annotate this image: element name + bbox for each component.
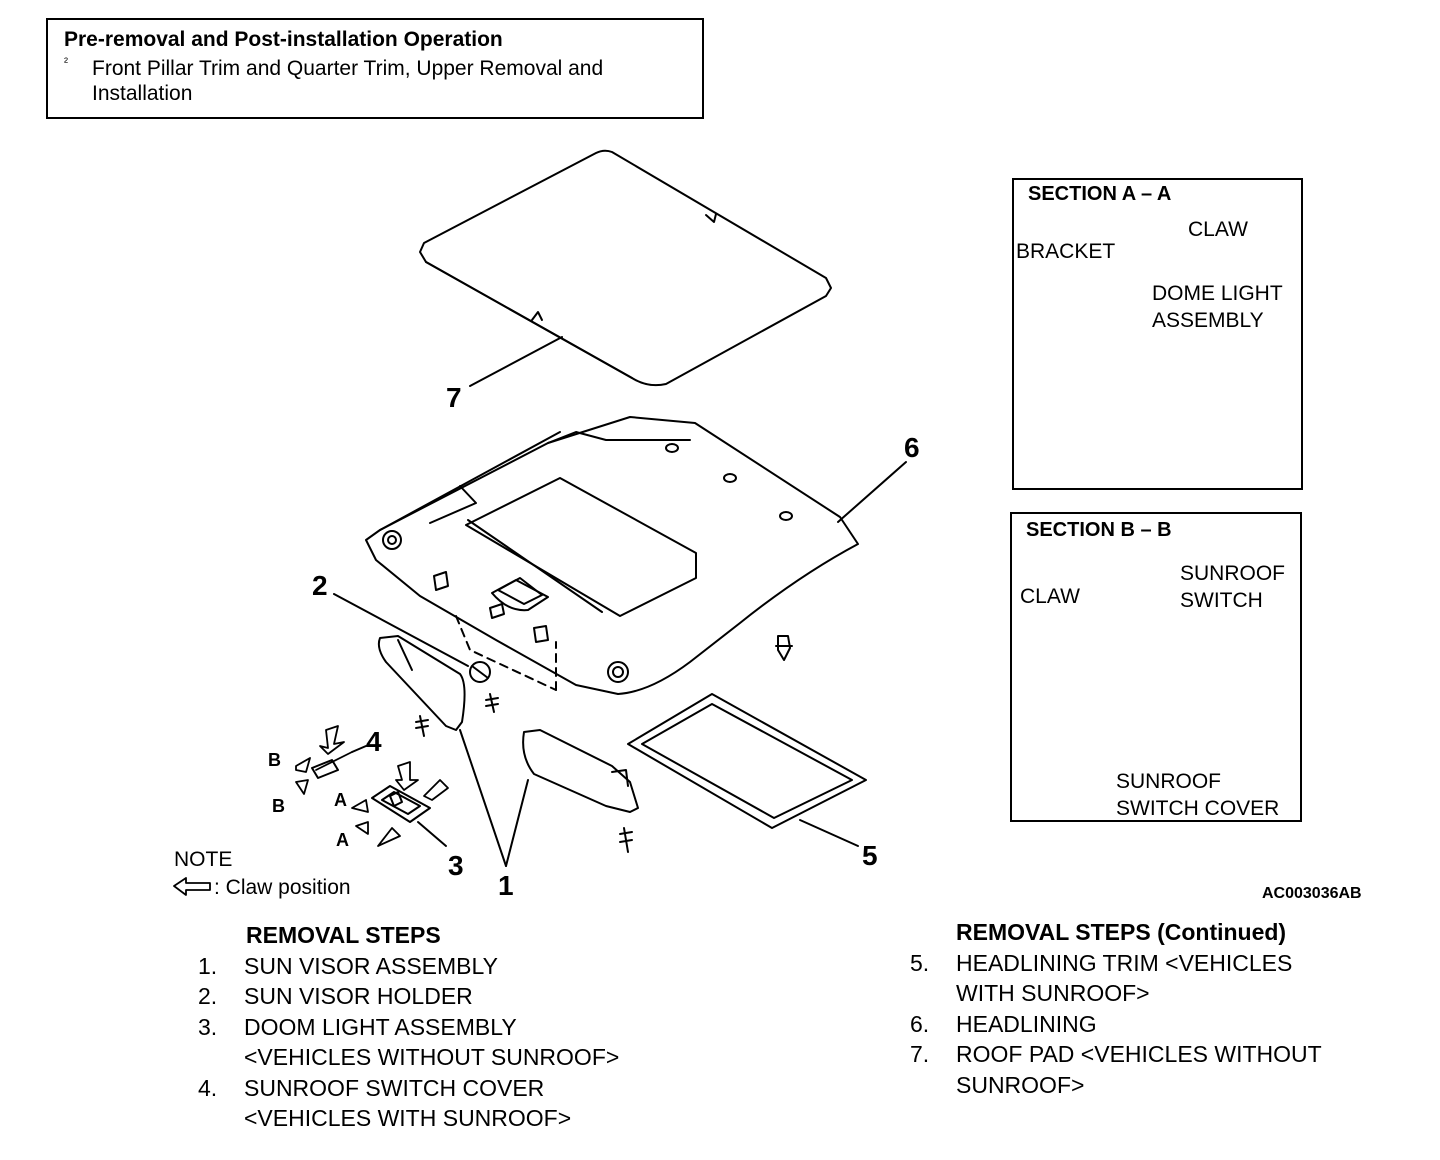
leader-2 — [333, 593, 469, 667]
callout-4: 4 — [366, 726, 382, 757]
section-a-box: SECTION A – A CLAW BRACKET DOME LIGHT AS… — [1012, 178, 1303, 490]
removal-steps: REMOVAL STEPS 1. SUN VISOR ASSEMBLY 2. S… — [198, 920, 718, 1134]
screws — [415, 693, 633, 853]
section-a-dome-light-label-1: DOME LIGHT — [1152, 282, 1283, 305]
step-number: 2. — [198, 983, 218, 1009]
sun-visor-holder-shape — [469, 661, 491, 683]
step-text: SUNROOF SWITCH COVER — [244, 1074, 545, 1101]
step-row: SUNROOF> — [910, 1070, 1410, 1101]
claw-legend-arrow — [173, 877, 211, 896]
step-text: HEADLINING — [956, 1010, 1097, 1037]
leader-4 — [351, 745, 367, 753]
view-letter-b-lower: B — [272, 796, 285, 816]
step-text-continued: <VEHICLES WITHOUT SUNROOF> — [244, 1044, 620, 1070]
section-b-box: SECTION B – B CLAW SUNROOF SWITCH SUNROO… — [1010, 512, 1302, 822]
callout-1: 1 — [498, 870, 514, 901]
sun-visor-left-shape — [377, 635, 466, 731]
clip-shape — [775, 635, 793, 661]
step-text: SUN VISOR HOLDER — [244, 983, 473, 1009]
step-number: 7. — [910, 1041, 930, 1067]
claw-arrows-item3 — [351, 761, 449, 847]
step-row: 2. SUN VISOR HOLDER — [198, 981, 718, 1012]
step-number: 4. — [198, 1074, 218, 1101]
step-row: <VEHICLES WITH SUNROOF> — [198, 1103, 718, 1134]
preop-title: Pre-removal and Post-installation Operat… — [64, 28, 503, 51]
leader-7 — [469, 336, 563, 387]
step-row: <VEHICLES WITHOUT SUNROOF> — [198, 1042, 718, 1073]
step-number: 6. — [910, 1010, 930, 1037]
dome-light-assembly-shape — [371, 785, 431, 823]
section-b-switch-label-1: SUNROOF — [1180, 562, 1285, 585]
headlining-shape — [365, 416, 859, 695]
callout-2: 2 — [312, 570, 328, 601]
step-text: SUN VISOR ASSEMBLY — [244, 952, 498, 979]
preop-marker: ² — [64, 55, 68, 69]
step-text: ROOF PAD <VEHICLES WITHOUT — [956, 1041, 1322, 1067]
step-row: 7. ROOF PAD <VEHICLES WITHOUT — [910, 1039, 1410, 1070]
leader-6 — [837, 461, 907, 523]
step-number: 1. — [198, 952, 218, 979]
step-text-continued: <VEHICLES WITH SUNROOF> — [244, 1105, 572, 1131]
section-b-title: SECTION B – B — [1026, 519, 1172, 541]
leader-1 — [459, 729, 529, 867]
step-row: 3. DOOM LIGHT ASSEMBLY — [198, 1012, 718, 1043]
section-b-claw-label: CLAW — [1020, 585, 1080, 608]
note-title: NOTE — [174, 848, 233, 871]
step-text-continued: SUNROOF> — [956, 1071, 1085, 1098]
section-b-cover-label-1: SUNROOF — [1116, 770, 1221, 793]
claw-arrows-item4 — [295, 725, 353, 795]
removal-steps-continued-title: REMOVAL STEPS (Continued) — [956, 919, 1287, 945]
figure-code: AC003036AB — [1262, 885, 1362, 902]
sunroof-switch-cover-shape — [311, 759, 339, 779]
section-a-claw-label: CLAW — [1188, 218, 1248, 241]
view-letter-a-lower: A — [336, 830, 349, 850]
sun-visor-right-shape — [522, 729, 639, 813]
view-letter-b-upper: B — [268, 750, 281, 770]
leader-5 — [799, 819, 859, 847]
step-row: 1. SUN VISOR ASSEMBLY — [198, 951, 718, 982]
view-letter-a-upper: A — [334, 790, 347, 810]
section-b-cover-label-2: SWITCH COVER — [1116, 797, 1280, 820]
step-text: DOOM LIGHT ASSEMBLY — [244, 1013, 517, 1040]
step-text-continued: WITH SUNROOF> — [956, 980, 1150, 1006]
note: NOTE : Claw position — [174, 846, 351, 902]
step-text: HEADLINING TRIM <VEHICLES — [956, 949, 1293, 976]
callout-6: 6 — [904, 432, 920, 463]
callout-5: 5 — [862, 840, 878, 871]
step-row: 5. HEADLINING TRIM <VEHICLES — [910, 948, 1410, 979]
step-row: 6. HEADLINING — [910, 1009, 1410, 1040]
preop-box: Pre-removal and Post-installation Operat… — [46, 18, 704, 119]
section-a-dome-light-label-2: ASSEMBLY — [1152, 309, 1264, 332]
roof-pad-shape — [419, 149, 832, 387]
step-number: 5. — [910, 949, 930, 976]
step-row: 4. SUNROOF SWITCH COVER — [198, 1073, 718, 1104]
leader-3 — [417, 821, 447, 847]
headlining-trim-shape — [627, 693, 867, 829]
removal-steps-title: REMOVAL STEPS — [246, 922, 441, 948]
section-a-bracket-label: BRACKET — [1016, 240, 1116, 263]
step-row: WITH SUNROOF> — [910, 978, 1410, 1009]
removal-steps-continued: REMOVAL STEPS (Continued) 5. HEADLINING … — [910, 917, 1410, 1100]
step-number: 3. — [198, 1013, 218, 1040]
section-a-title: SECTION A – A — [1028, 183, 1172, 205]
preop-item: Front Pillar Trim and Quarter Trim, Uppe… — [92, 57, 604, 105]
section-b-switch-label-2: SWITCH — [1180, 589, 1263, 612]
callout-7: 7 — [446, 382, 462, 413]
note-legend: : Claw position — [214, 876, 351, 899]
callout-3: 3 — [448, 850, 464, 881]
